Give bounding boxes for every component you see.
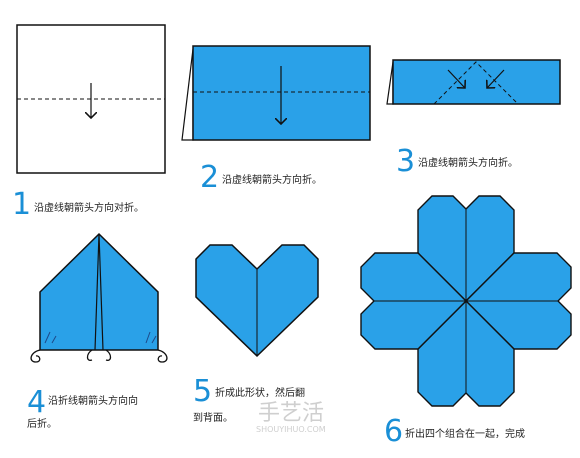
step3-paper [386,59,561,105]
step6-number: 6 [384,414,404,449]
step4-text-line2: 后折。 [27,419,57,430]
step1-text: 沿虚线朝箭头方向对折。 [34,203,144,214]
watermark-title: 手艺活 [258,401,325,426]
step5-heart [195,244,319,358]
step3-text: 沿虚线朝箭头方向折。 [418,158,518,169]
step4-text-line1: 沿折线朝箭头方向向 [48,396,138,407]
step5-number: 5 [193,374,213,409]
step4-curl-right-icon [157,349,168,363]
step5-text-line1: 折成此形状，然后翻 [215,388,305,399]
step4-curl-left-icon [30,349,41,363]
step3-arrow-right-icon [487,69,505,88]
watermark-url: SHOUYIHUO.COM [256,425,326,434]
step3-fold-line [433,61,519,105]
step4-number: 4 [27,385,47,420]
step4-curl-center-icon [86,349,112,361]
step1-paper [16,24,166,174]
step5-text-line2: 到背面。 [193,413,233,424]
step2-paper [181,45,371,141]
step2-text: 沿虚线朝箭头方向折。 [222,175,322,186]
step4-paper [30,232,168,363]
step3-arrow-left-icon [447,69,465,88]
step6-text: 折出四个组合在一起，完成 [405,429,525,440]
step2-number: 2 [200,160,220,195]
step6-flower [360,195,572,407]
step1-number: 1 [12,187,32,222]
step3-number: 3 [396,144,416,179]
